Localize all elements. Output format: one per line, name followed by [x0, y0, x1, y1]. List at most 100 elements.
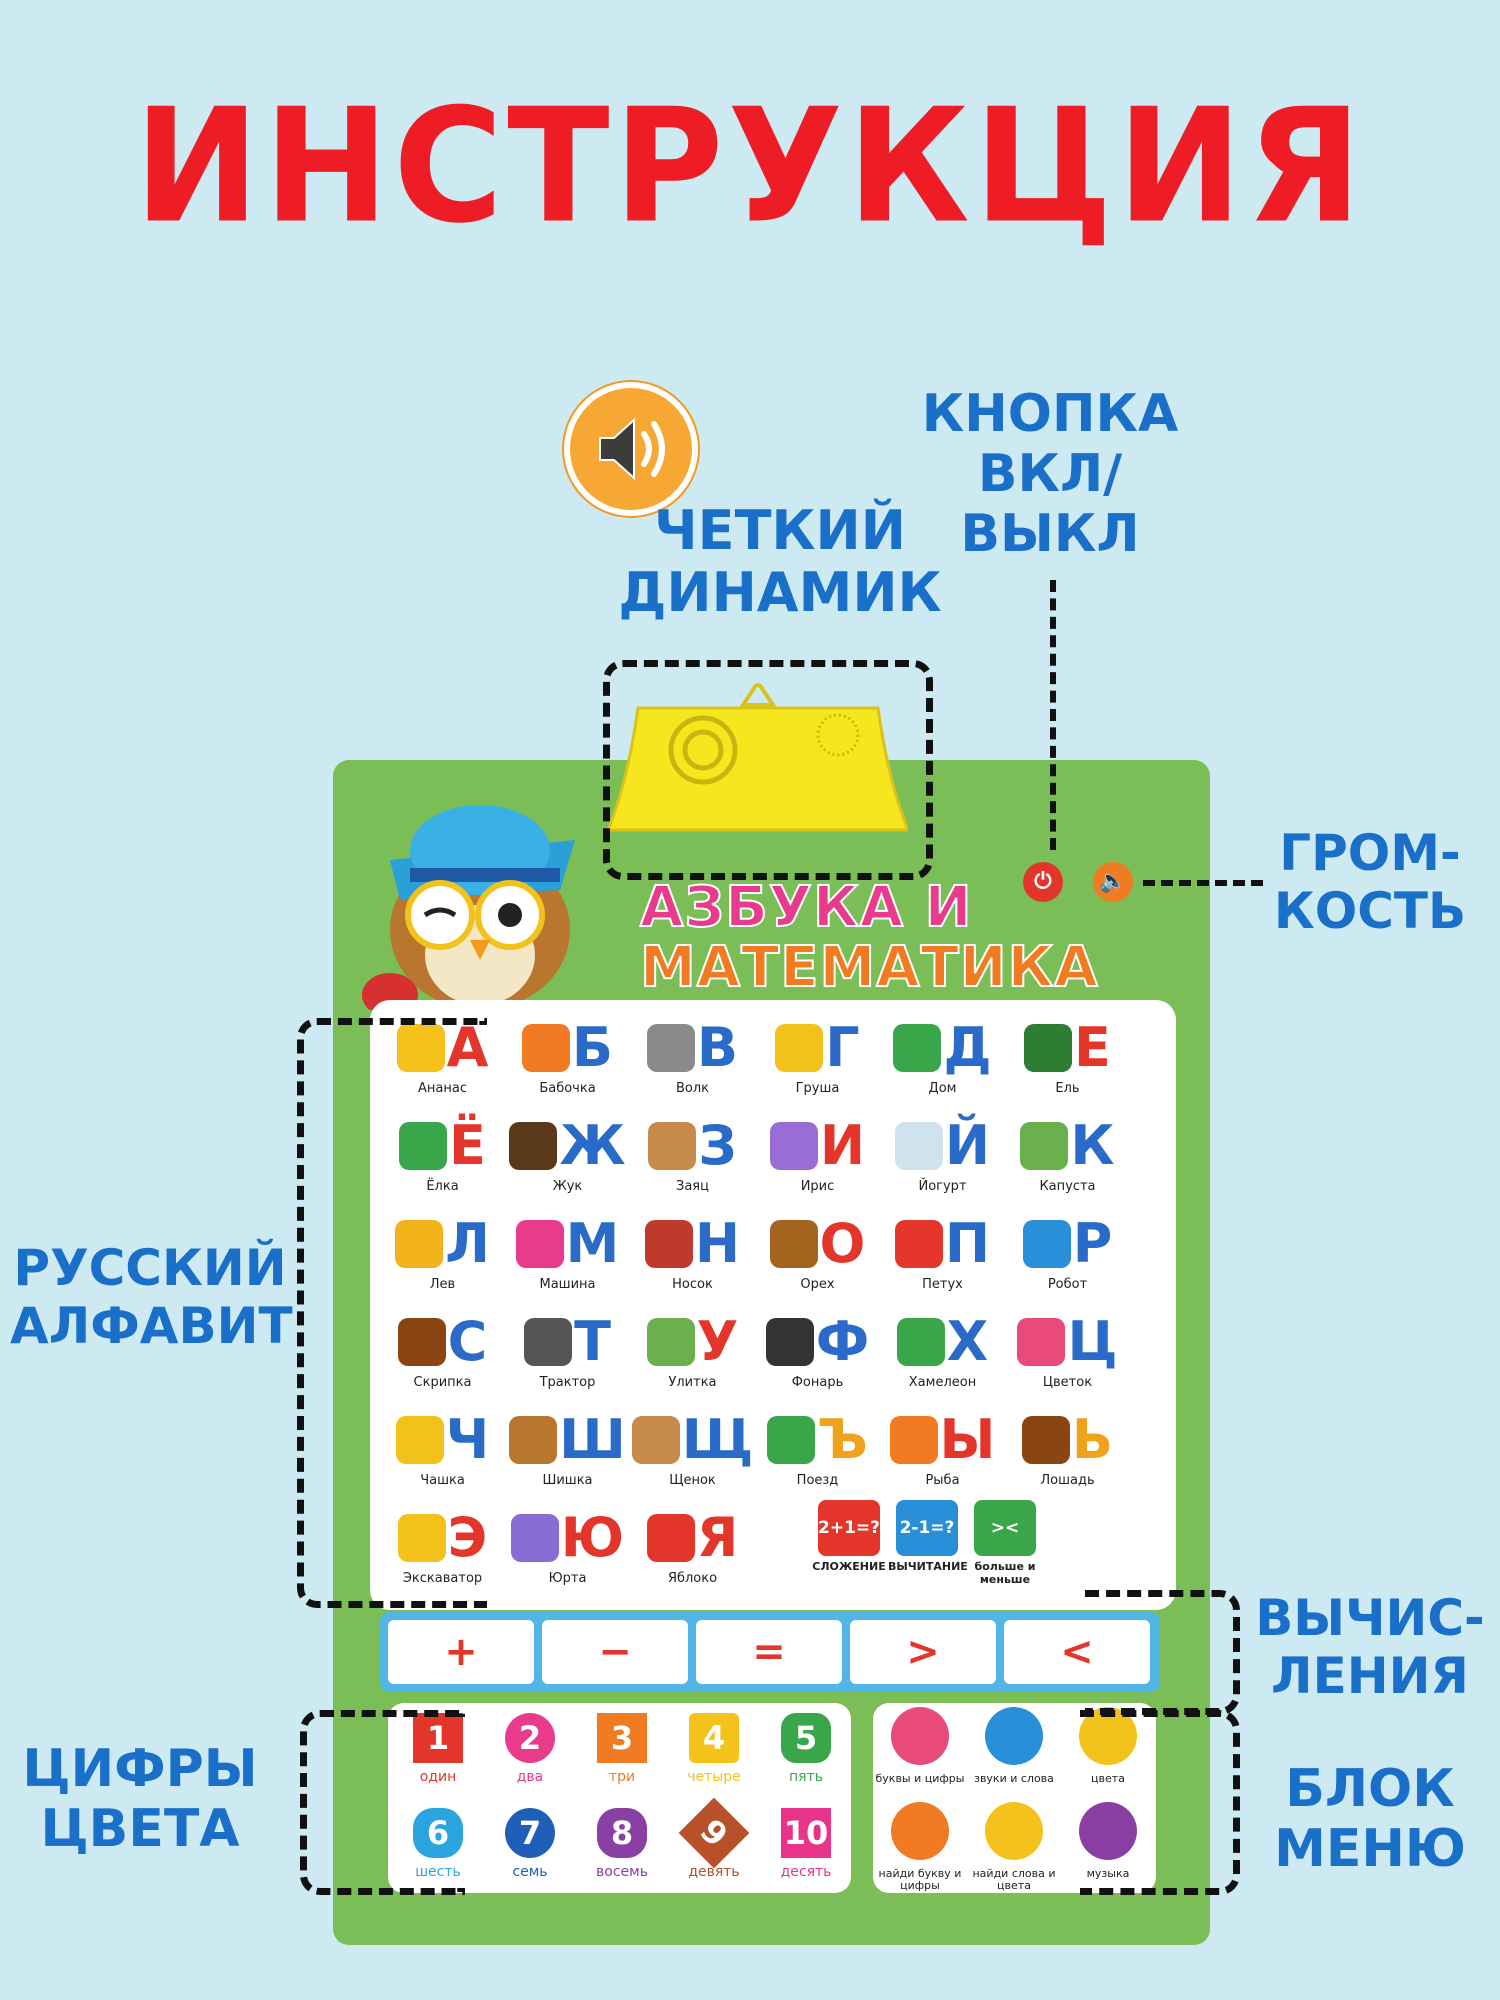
alphabet-letter: Х	[946, 1310, 989, 1373]
power-button[interactable]: ⏻	[1023, 862, 1063, 902]
alphabet-picture-icon	[509, 1121, 558, 1170]
alphabet-picture-icon	[395, 1219, 444, 1268]
alphabet-letter: Л	[445, 1212, 490, 1275]
alphabet-word: Волк	[675, 1081, 710, 1096]
alphabet-picture-icon	[775, 1023, 824, 1072]
alphabet-picture-icon	[646, 1513, 695, 1562]
math-operation-label: ВЫЧИТАНИЕ	[888, 1560, 968, 1573]
alphabet-label-line2: АЛФАВИТ	[10, 1296, 293, 1355]
alphabet-cell[interactable]: Б Бабочка	[505, 1016, 630, 1114]
menu-button[interactable]: буквы и цифры	[873, 1707, 967, 1785]
volume-icon: 🔈	[1099, 869, 1127, 894]
speaker-label: ЧЕТКИЙ ДИНАМИК	[600, 499, 960, 624]
math-sample[interactable]: =	[696, 1620, 842, 1684]
alphabet-picture-icon	[769, 1121, 818, 1170]
menu-button[interactable]: музыка	[1061, 1802, 1155, 1880]
math-callout-frame	[1085, 1590, 1240, 1715]
math-label-line1: ВЫЧИС-	[1255, 1589, 1485, 1647]
alphabet-word: Бабочка	[539, 1081, 596, 1096]
power-label-line2: ВКЛ/	[977, 443, 1123, 504]
alphabet-letter: В	[696, 1016, 739, 1079]
menu-button[interactable]: найди слова и цвета	[967, 1802, 1061, 1892]
volume-pointer-line	[1143, 880, 1263, 886]
alphabet-picture-icon	[648, 1121, 697, 1170]
alphabet-letter: Б	[571, 1016, 614, 1079]
alphabet-word: Заяц	[676, 1179, 709, 1194]
alphabet-word: Орех	[800, 1277, 835, 1292]
alphabet-picture-icon	[524, 1317, 573, 1366]
menu-button[interactable]: звуки и слова	[967, 1707, 1061, 1785]
math-operation-button[interactable]: 2-1=? ВЫЧИТАНИЕ	[888, 1500, 968, 1573]
alphabet-callout-frame	[297, 1018, 487, 1608]
number-shape: 5	[781, 1713, 831, 1763]
math-operation-button[interactable]: 2+1=?СЛОЖЕНИЕ	[810, 1500, 888, 1573]
volume-button[interactable]: 🔈	[1093, 862, 1133, 902]
number-word: семь	[512, 1864, 548, 1880]
alphabet-letter: Ф	[815, 1310, 870, 1373]
speaker-icon	[562, 380, 700, 518]
math-operation-sign: 2-1=?	[896, 1500, 958, 1556]
alphabet-letter: Ж	[559, 1114, 626, 1177]
menu-button[interactable]: найди букву и цифры	[873, 1802, 967, 1892]
alphabet-picture-icon	[399, 1121, 448, 1170]
alphabet-letter: Ц	[1067, 1310, 1118, 1373]
alphabet-picture-icon	[896, 1317, 945, 1366]
menu-callout-frame	[1080, 1710, 1240, 1895]
number-word: четыре	[687, 1769, 741, 1785]
alphabet-picture-icon	[510, 1513, 559, 1562]
math-sample[interactable]: +	[388, 1620, 534, 1684]
alphabet-cell[interactable]: В Волк	[630, 1016, 755, 1114]
math-label-line2: ЛЕНИЯ	[1271, 1646, 1469, 1705]
alphabet-letter: Е	[1074, 1016, 1111, 1079]
alphabet-picture-icon	[1017, 1317, 1066, 1366]
alphabet-picture-icon	[767, 1415, 816, 1464]
number-shape: 8	[597, 1808, 647, 1858]
alphabet-picture-icon	[509, 1415, 558, 1464]
alphabet-picture-icon	[521, 1023, 570, 1072]
math-sample[interactable]: <	[1004, 1620, 1150, 1684]
math-sample[interactable]: −	[542, 1620, 688, 1684]
math-operation-button[interactable]: ><больше и меньше	[966, 1500, 1044, 1586]
math-sample[interactable]: >	[850, 1620, 996, 1684]
